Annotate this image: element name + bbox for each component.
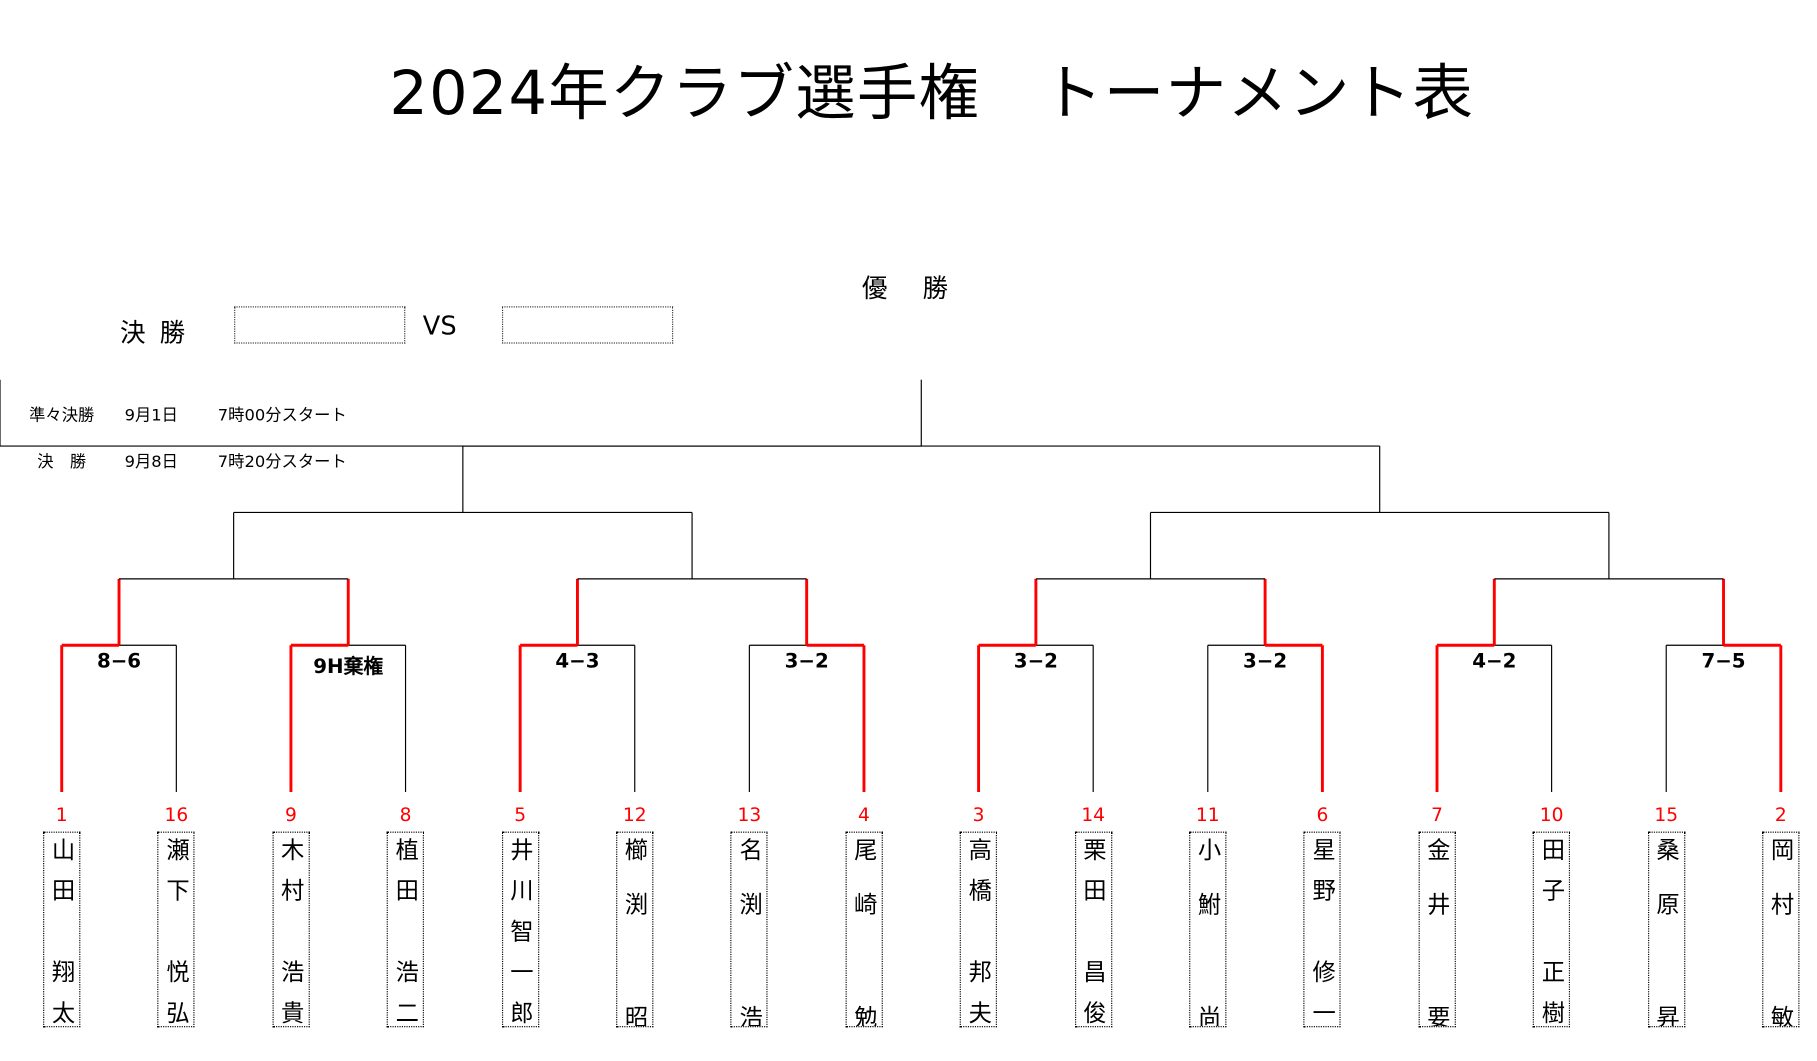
seed-number: 11 — [1195, 803, 1220, 826]
player-name-box: 瀬下 悦弘 — [157, 831, 195, 1028]
player-name: 金井 要 — [1423, 837, 1451, 1028]
match-score: 4−2 — [1472, 649, 1517, 674]
vs-label: VS — [422, 312, 457, 342]
match-score: 9H棄権 — [313, 655, 384, 680]
seed-number: 12 — [622, 803, 647, 826]
player-name-box: 井川智一郎 — [501, 831, 539, 1028]
seed-number: 10 — [1539, 803, 1564, 826]
seed-number: 14 — [1081, 803, 1106, 826]
player-name: 木村 浩貴 — [276, 837, 305, 1028]
player-name: 井川智一郎 — [506, 837, 535, 1028]
player-name-box: 植田 浩二 — [386, 831, 425, 1028]
player-name: 植田 浩二 — [391, 837, 420, 1028]
finalist-right-box — [501, 306, 674, 344]
schedule-date: 9月8日 — [124, 453, 178, 472]
player-name: 名渕 浩 — [735, 837, 764, 1028]
player-name: 高橋 邦夫 — [964, 837, 993, 1028]
player-name: 田子 正樹 — [1537, 837, 1566, 1028]
match-score: 4−3 — [555, 649, 600, 674]
seed-number: 7 — [1431, 803, 1443, 826]
match-score: 3−2 — [1243, 649, 1288, 674]
seed-number: 6 — [1316, 803, 1329, 826]
player-name-box: 桑原 昇 — [1647, 831, 1685, 1028]
seed-number: 2 — [1774, 803, 1787, 826]
seed-number: 1 — [55, 803, 68, 826]
match-score: 8−6 — [96, 649, 142, 674]
player-name-box: 岡村 敏 — [1762, 831, 1800, 1028]
player-name: 山田 翔太 — [47, 837, 76, 1028]
player-name-box: 木村 浩貴 — [272, 831, 310, 1028]
player-name-box: 星野 修一 — [1303, 831, 1342, 1028]
player-name: 尾崎 勉 — [849, 837, 878, 1028]
player-name-box: 金井 要 — [1418, 831, 1456, 1028]
match-score: 7−5 — [1701, 649, 1746, 674]
player-name: 小鮒 尚 — [1193, 837, 1222, 1028]
match-score: 3−2 — [784, 649, 829, 674]
player-name-box: 山田 翔太 — [43, 831, 81, 1028]
match-score: 3−2 — [1013, 649, 1058, 674]
seed-number: 8 — [399, 803, 412, 826]
finalist-left-box — [234, 306, 406, 344]
player-name: 星野 修一 — [1308, 837, 1337, 1028]
seed-number: 16 — [164, 803, 189, 826]
player-name: 栗田 昌俊 — [1079, 837, 1108, 1028]
schedule-round-label: 決 勝 — [37, 453, 87, 472]
player-name: 岡村 敏 — [1766, 837, 1795, 1028]
seed-number: 5 — [514, 803, 527, 826]
player-name-box: 名渕 浩 — [730, 831, 768, 1028]
page-title: 2024年クラブ選手権 トーナメント表 — [389, 59, 1475, 130]
seed-number: 4 — [858, 803, 870, 826]
seed-number: 15 — [1654, 803, 1679, 826]
player-name-box: 櫛渕 昭 — [616, 831, 654, 1028]
player-name: 櫛渕 昭 — [620, 837, 649, 1028]
champion-label: 優勝 — [861, 274, 984, 304]
schedule-date: 9月1日 — [124, 406, 178, 426]
player-name-box: 田子 正樹 — [1532, 831, 1571, 1028]
player-name: 瀬下 悦弘 — [162, 837, 191, 1028]
player-name: 桑原 昇 — [1652, 837, 1681, 1028]
player-name-box: 栗田 昌俊 — [1074, 831, 1112, 1028]
player-name-box: 小鮒 尚 — [1189, 831, 1227, 1028]
player-name-box: 尾崎 勉 — [845, 831, 883, 1028]
schedule-time: 7時00分スタート — [217, 406, 347, 426]
seed-number: 9 — [285, 803, 297, 826]
final-label: 決勝 — [119, 319, 200, 349]
seed-number: 13 — [737, 803, 762, 826]
player-name-box: 高橋 邦夫 — [959, 831, 998, 1028]
seed-number: 3 — [972, 803, 985, 826]
schedule-round-label: 準々決勝 — [29, 406, 95, 426]
schedule-time: 7時20分スタート — [217, 453, 347, 472]
